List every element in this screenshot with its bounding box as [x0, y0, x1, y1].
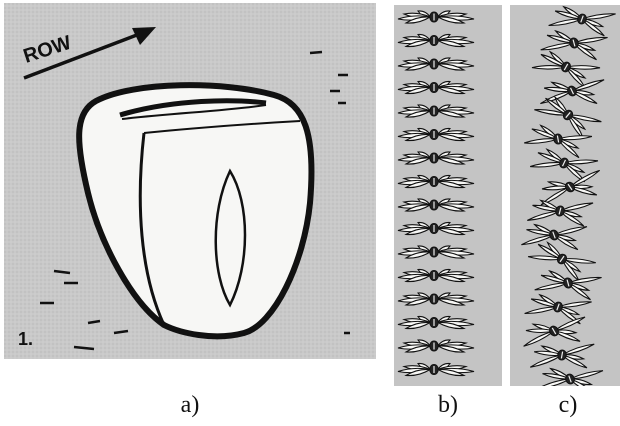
seed-marker: [430, 130, 439, 140]
seed-marker: [430, 200, 439, 210]
seed-marker: [430, 365, 439, 375]
caption-b: b): [418, 392, 478, 419]
seed-marker: [430, 12, 439, 22]
panel-b-aligned-seed-row: [394, 5, 502, 386]
seed-marker: [430, 36, 439, 46]
panel-c-irregular-seed-row: [510, 5, 620, 386]
figure-number: 1.: [18, 329, 33, 349]
irregular-seed-row-illustration: [510, 5, 620, 386]
seed-marker: [430, 294, 439, 304]
seed-marker: [430, 247, 439, 257]
aligned-seed-row-illustration: [394, 5, 502, 386]
seed-illustration: ROW 1.: [4, 3, 376, 359]
seed-marker: [430, 224, 439, 234]
seed-marker: [430, 59, 439, 69]
seed-marker: [430, 318, 439, 328]
caption-c: c): [538, 392, 598, 419]
seed-marker: [430, 106, 439, 116]
seed-marker: [430, 153, 439, 163]
seed-marker: [430, 177, 439, 187]
seed-marker: [430, 341, 439, 351]
seed-marker: [430, 83, 439, 93]
seed-marker: [430, 271, 439, 281]
caption-a: a): [160, 392, 220, 419]
panel-a-seed-illustration: ROW 1.: [4, 3, 376, 359]
